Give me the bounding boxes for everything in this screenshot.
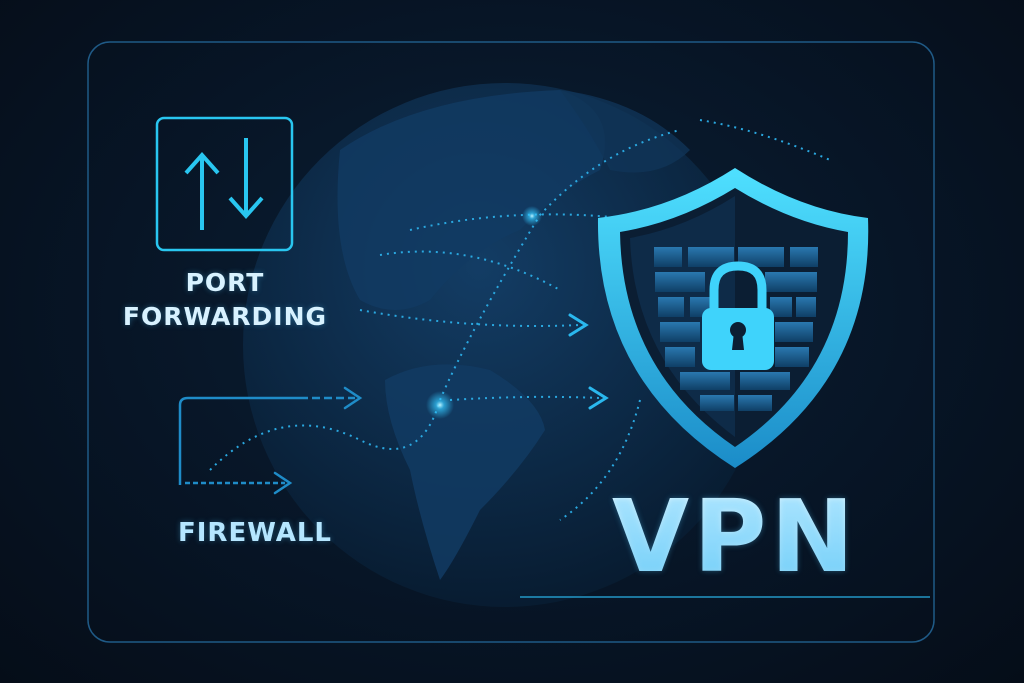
- firewall-flow-icon: [178, 386, 363, 495]
- up-down-arrows-icon: [155, 116, 294, 252]
- port-forwarding-label-line2: FORWARDING: [122, 302, 328, 331]
- port-forwarding-label-line1: PORT: [185, 268, 265, 297]
- lock-icon: [702, 261, 774, 370]
- vpn-title: VPN: [600, 478, 870, 595]
- panel: [87, 41, 935, 643]
- arrow-right-icon: [568, 313, 609, 410]
- firewall-label: FIREWALL: [178, 518, 332, 548]
